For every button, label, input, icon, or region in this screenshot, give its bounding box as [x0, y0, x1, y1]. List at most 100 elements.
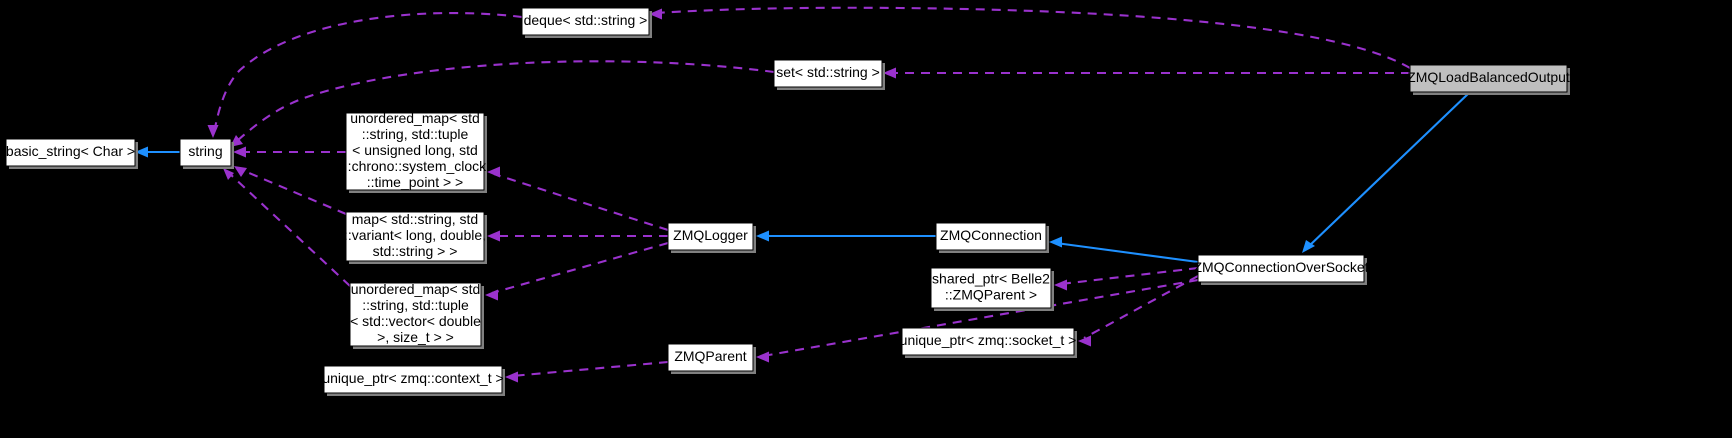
edge-map_variant-to-string: [234, 166, 347, 215]
edge-ZMQConnectionOverSocket-to-shared_ptr_zmqparent: [1054, 266, 1199, 291]
node-deque_string[interactable]: deque< std::string >: [521, 7, 652, 38]
edge-line: [493, 173, 669, 231]
edge-line: [1055, 241, 1199, 264]
node-label: std::string > >: [373, 243, 458, 259]
node-label: basic_string< Char >: [6, 143, 135, 159]
arrowhead-icon: [223, 168, 234, 180]
edge-line: [229, 173, 351, 287]
node-box[interactable]: [935, 222, 1047, 251]
node-label: ZMQConnectionOverSocket: [1193, 259, 1368, 275]
edge-ZMQLogger-to-map_variant: [487, 230, 668, 242]
node-ZMQParent[interactable]: ZMQParent: [667, 343, 756, 374]
node-unique_ptr_context[interactable]: unique_ptr< zmq::context_t >: [322, 365, 505, 396]
node-ZMQLoadBalancedOutput[interactable]: ZMQLoadBalancedOutput: [1407, 64, 1570, 95]
edge-ZMQConnectionOverSocket-to-ZMQConnection: [1049, 236, 1199, 264]
node-box[interactable]: [930, 267, 1052, 309]
node-label: unordered_map< std: [350, 110, 480, 126]
arrowhead-icon: [505, 371, 518, 383]
node-label: set< std::string >: [776, 64, 880, 80]
edge-ZMQConnection-to-ZMQLogger: [756, 230, 936, 242]
edge-line: [511, 360, 669, 378]
node-label: ZMQConnection: [940, 227, 1042, 243]
node-ZMQLogger[interactable]: ZMQLogger: [667, 222, 756, 253]
node-ZMQConnection[interactable]: ZMQConnection: [935, 222, 1049, 253]
edge-line: [655, 6, 1411, 69]
arrowhead-icon: [756, 230, 769, 242]
node-label: ::string, std::tuple: [362, 297, 469, 313]
node-set_string[interactable]: set< std::string >: [773, 59, 885, 90]
edge-ZMQLoadBalancedOutput-to-set_string: [883, 67, 1410, 79]
node-label: string: [188, 143, 222, 159]
node-box[interactable]: [179, 138, 232, 167]
arrowhead-icon: [1078, 335, 1091, 347]
edge-line: [1060, 266, 1199, 286]
edge-ZMQLogger-to-unordered_map_vector: [485, 241, 669, 301]
node-label: ::ZMQParent >: [945, 287, 1037, 303]
node-label: unordered_map< std: [351, 281, 481, 297]
node-label: ::string, std::tuple: [362, 126, 469, 142]
edge-line: [241, 169, 347, 215]
node-string[interactable]: string: [179, 138, 234, 169]
edge-unordered_map_vector-to-string: [223, 168, 351, 287]
node-label: < unsigned long, std: [352, 142, 478, 158]
node-ZMQConnectionOverSocket[interactable]: ZMQConnectionOverSocket: [1193, 254, 1369, 285]
arrowhead-icon: [1049, 236, 1062, 248]
node-unordered_map_vector[interactable]: unordered_map< std::string, std::tuple< …: [349, 281, 484, 349]
node-basic_string[interactable]: basic_string< Char >: [5, 138, 138, 169]
edge-ZMQLogger-to-unordered_map_timepoint: [487, 166, 669, 231]
node-box[interactable]: [1197, 254, 1365, 283]
node-label: map< std::string, std: [352, 211, 478, 227]
arrowhead-icon: [135, 146, 148, 158]
arrowhead-icon: [756, 351, 769, 363]
node-box[interactable]: [521, 7, 650, 36]
arrowhead-icon: [234, 166, 247, 177]
arrowhead-icon: [207, 125, 219, 138]
edge-layer: [135, 6, 1471, 383]
node-label: ::chrono::system_clock: [344, 158, 487, 174]
edge-line: [1083, 275, 1199, 339]
arrowhead-icon: [487, 166, 500, 178]
node-label: ::time_point > >: [367, 174, 464, 190]
node-box[interactable]: [667, 343, 754, 372]
edge-string-to-basic_string: [135, 146, 180, 158]
node-label: ZMQLogger: [673, 227, 748, 243]
edge-ZMQLoadBalancedOutput-to-ZMQConnectionOverSocket: [1302, 91, 1471, 253]
node-box[interactable]: [5, 138, 136, 167]
node-box[interactable]: [323, 365, 503, 394]
node-label: ::variant< long, double,: [344, 227, 486, 243]
arrowhead-icon: [883, 67, 896, 79]
node-layer: basic_string< Char > string deque< std::st…: [5, 7, 1570, 396]
edge-line: [236, 60, 775, 142]
node-box[interactable]: [667, 222, 754, 251]
edge-ZMQConnectionOverSocket-to-ZMQParent: [756, 278, 1199, 363]
node-label: ZMQParent: [674, 348, 746, 364]
node-box[interactable]: [345, 112, 485, 191]
node-label: deque< std::string >: [524, 12, 648, 28]
edge-ZMQLoadBalancedOutput-to-deque_string: [649, 6, 1411, 69]
arrowhead-icon: [1054, 279, 1067, 291]
node-map_variant[interactable]: map< std::string, std::variant< long, do…: [344, 211, 487, 264]
node-label: ZMQLoadBalancedOutput: [1407, 69, 1570, 85]
node-box[interactable]: [773, 59, 883, 88]
node-box[interactable]: [349, 282, 482, 347]
node-label: >, size_t > >: [377, 329, 454, 345]
arrowhead-icon: [487, 230, 500, 242]
edge-unordered_map_timepoint-to-string: [233, 146, 346, 158]
node-label: unique_ptr< zmq::context_t >: [322, 370, 503, 386]
node-shared_ptr_zmqparent[interactable]: shared_ptr< Belle2::ZMQParent >: [930, 267, 1054, 311]
node-unordered_map_timepoint[interactable]: unordered_map< std::string, std::tuple< …: [344, 110, 487, 193]
arrowhead-icon: [233, 146, 246, 158]
edge-line: [213, 11, 523, 129]
node-box[interactable]: [901, 327, 1075, 356]
node-box[interactable]: [1409, 64, 1568, 93]
edge-line: [491, 241, 669, 295]
node-box[interactable]: [345, 211, 485, 262]
node-label: shared_ptr< Belle2: [932, 271, 1050, 287]
arrowhead-icon: [649, 8, 662, 20]
edge-deque_string-to-string: [207, 11, 523, 138]
node-label: < std::vector< double: [350, 313, 481, 329]
node-unique_ptr_socket[interactable]: unique_ptr< zmq::socket_t >: [900, 327, 1077, 358]
edge-line: [1307, 91, 1471, 248]
